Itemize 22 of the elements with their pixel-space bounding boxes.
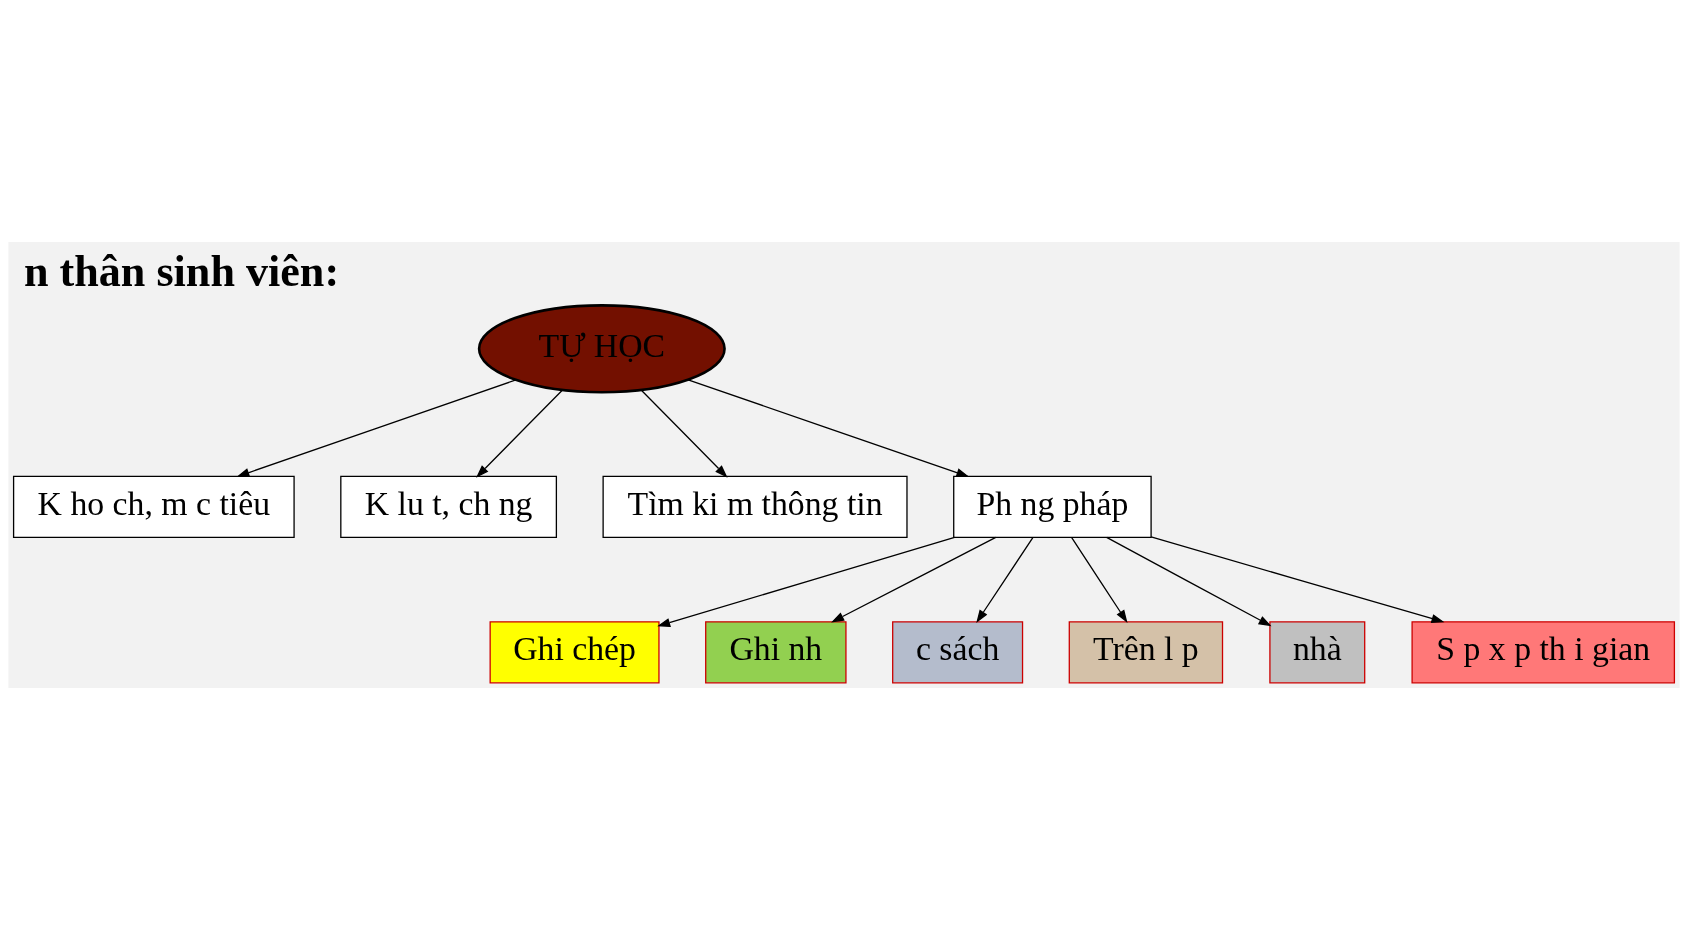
diagram-title: n thân sinh viên: xyxy=(23,247,340,297)
arrow xyxy=(1070,536,1128,623)
node-box: K lu t, ch ng xyxy=(340,475,558,538)
arrow xyxy=(640,389,728,478)
arrow xyxy=(976,536,1034,623)
arrow xyxy=(687,379,970,477)
arrow xyxy=(1106,536,1272,627)
node-box: Ghi chép xyxy=(489,621,660,684)
arrow xyxy=(236,379,517,477)
arrow xyxy=(1150,536,1445,623)
node-box: nhà xyxy=(1269,621,1366,684)
node-box: S p x p th i gian xyxy=(1411,621,1676,684)
node-box: Trên l p xyxy=(1068,621,1224,684)
node-box: Ghi nh xyxy=(705,621,847,684)
arrow xyxy=(831,536,997,623)
arrow xyxy=(476,389,564,478)
node-ellipse: TỰ HỌC xyxy=(477,304,726,394)
node-box: c sách xyxy=(892,621,1024,684)
arrow xyxy=(657,536,956,627)
node-box: K ho ch, m c tiêu xyxy=(12,475,295,538)
node-box: Ph ng pháp xyxy=(953,475,1152,538)
node-box: Tìm ki m thông tin xyxy=(602,475,908,538)
